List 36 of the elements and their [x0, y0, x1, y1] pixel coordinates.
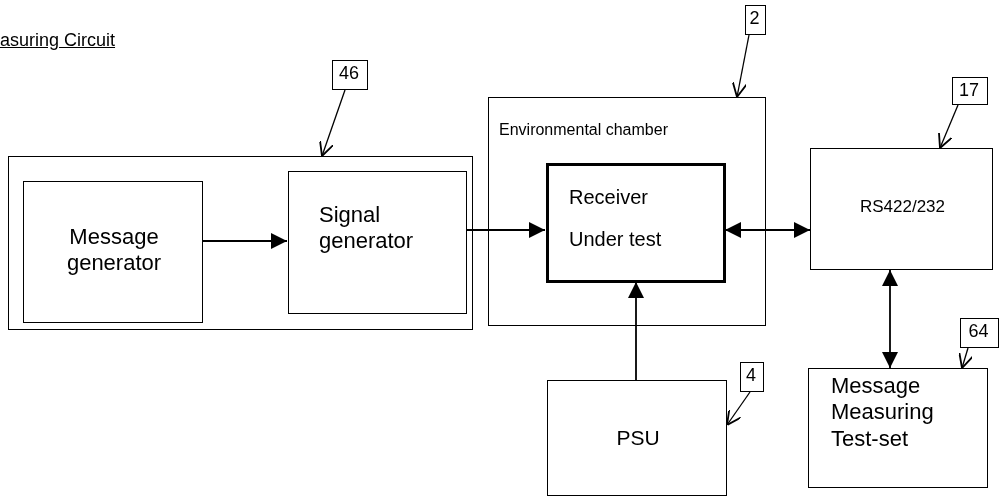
arrow: [628, 281, 644, 381]
process-box: [808, 368, 988, 488]
leader-line: [938, 104, 959, 149]
process-box: [547, 380, 727, 496]
leader-line: [731, 34, 750, 98]
callout-label: 2: [748, 8, 761, 30]
arrow: [724, 222, 811, 238]
leader-line: [958, 347, 974, 369]
process-box: [23, 181, 203, 323]
callout-number: [745, 5, 766, 35]
group-box: [8, 156, 473, 330]
callout-number: [952, 77, 988, 105]
chamber-box: [488, 97, 766, 326]
arrow: [201, 233, 288, 249]
arrow: [882, 269, 898, 369]
node-label: Message Measuring Test-set: [831, 373, 935, 453]
callout-number: [960, 318, 999, 348]
node-label: Signal generator: [319, 202, 415, 255]
process-box: [810, 148, 993, 270]
leader-line: [319, 89, 346, 157]
leader-line: [726, 391, 751, 426]
node-label: PSU: [615, 425, 661, 451]
process-box: [288, 171, 467, 314]
callout-label: 64: [967, 321, 990, 343]
callout-label: 46: [338, 63, 360, 85]
callout-label: 17: [958, 80, 980, 102]
node-label: RS422/232: [858, 197, 947, 218]
diagram-title: asuring Circuit: [0, 30, 116, 51]
callout-number: [740, 362, 764, 392]
node-label: Environmental chamber: [499, 120, 669, 140]
process-box: [546, 163, 726, 283]
node-label: Receiver Under test: [569, 185, 663, 252]
callout-label: 4: [745, 365, 757, 387]
node-label: Message generator: [65, 224, 163, 277]
arrow: [465, 222, 546, 238]
callout-number: [332, 60, 368, 90]
